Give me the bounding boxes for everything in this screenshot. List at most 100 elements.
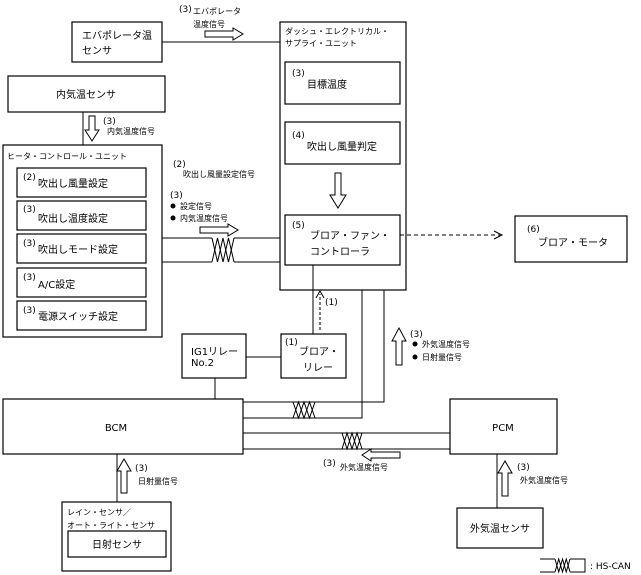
arrowhead-icon xyxy=(315,289,325,299)
hcu-signal-item: 設定信号 xyxy=(180,201,212,211)
bcm-label: BCM xyxy=(105,423,127,434)
twist-line xyxy=(292,400,316,420)
ambient-sensor-label: 外気温センサ xyxy=(470,522,530,535)
twist-line xyxy=(554,557,571,574)
bullet-icon xyxy=(412,341,418,347)
pcm-signal-num: (3) xyxy=(323,459,336,469)
controller-label: ブロア・ファン・ xyxy=(310,229,390,242)
fan-speed-judge-box xyxy=(284,121,401,165)
hcu-item: (3) 吹出しモード設定 xyxy=(16,233,147,264)
twist-line xyxy=(211,237,235,263)
hcu-item-label: 吹出し温度設定 xyxy=(38,212,108,225)
legend-label: : HS-CAN xyxy=(590,562,631,572)
hcu-title: ヒータ・コントロール・ユニット xyxy=(7,152,127,161)
hcu-item-num: (3) xyxy=(23,306,36,316)
rain-light-sensor: レイン・センサ／ オート・ライト・センサ 日射センサ xyxy=(61,501,172,572)
ig1-relay-no2: IG1リレー No.2 xyxy=(181,333,247,379)
hcu-item-label: 電源スイッチ設定 xyxy=(38,310,118,323)
evaporator-sensor-label: エバポレータ温 xyxy=(82,30,152,42)
blower-motor-label: ブロア・モータ xyxy=(538,236,608,249)
sunload-sensor-label: 日射センサ xyxy=(92,539,142,551)
evaporator-sensor-label-2: センサ xyxy=(82,45,112,57)
bcm: BCM xyxy=(2,398,244,455)
interior-temp-sensor: 内気温センサ xyxy=(7,75,166,113)
blower-relay-signal-num: (1) xyxy=(325,298,338,308)
up-arrow-icon xyxy=(497,460,513,497)
pcm: PCM xyxy=(449,398,558,455)
hcu-item: (3) A/C設定 xyxy=(16,267,147,298)
hcu-item-label: 吹出しモード設定 xyxy=(38,243,118,256)
left-arrow-icon xyxy=(361,448,401,462)
twist-line xyxy=(554,557,571,574)
hs-can-legend-twist-icon xyxy=(554,557,571,574)
blower-relay-label-2: リレー xyxy=(303,363,333,374)
dash-electrical-supply-unit: ダッシュ・エレクトリカル・ サプライ・ユニット (3) 目標温度 (4) 吹出し… xyxy=(279,21,407,291)
hcu-item-num: (3) xyxy=(23,205,36,215)
rain-sensor-label: レイン・センサ／ xyxy=(67,508,131,517)
ig1-relay-label: IG1リレー xyxy=(191,347,238,358)
hcu-item: (2) 吹出し風量設定 xyxy=(16,167,147,198)
sunload-signal-label: 日射量信号 xyxy=(138,476,178,486)
twist-line xyxy=(341,431,363,451)
ambient-signal-num: (3) xyxy=(517,463,530,473)
interior-signal-num: (3) xyxy=(103,117,116,127)
controller-label-2: コントローラ xyxy=(310,246,370,258)
pcm-signal-label: 外気温度信号 xyxy=(340,462,388,472)
blower-fan-controller-box xyxy=(284,214,401,266)
twist-line xyxy=(292,400,316,420)
sunload-sensor-box xyxy=(67,530,167,558)
evap-signal-label: エバポレータ xyxy=(193,7,241,16)
evap-signal-label-2: 温度信号 xyxy=(193,19,225,29)
deu-title-2: サプライ・ユニット xyxy=(285,39,357,48)
evap-signal-num: (3) xyxy=(179,5,192,15)
bullet-icon xyxy=(170,215,176,221)
hcu-item-label: A/C設定 xyxy=(38,278,75,291)
interior-sensor-label: 内気温センサ xyxy=(56,88,116,101)
blower-relay-num: (1) xyxy=(285,338,298,348)
fan-setting-signal-label: 吹出し風量設定信号 xyxy=(183,169,255,179)
down-arrow-icon xyxy=(329,172,347,209)
hcu-item-label: 吹出し風量設定 xyxy=(38,177,108,190)
evaporator-temp-sensor: エバポレータ温 センサ xyxy=(71,21,163,63)
sunload-signal-num: (3) xyxy=(135,464,148,474)
hcu-item: (3) 電源スイッチ設定 xyxy=(16,300,147,331)
fan-setting-signal-num: (2) xyxy=(173,160,186,170)
right-arrow-icon xyxy=(199,223,239,237)
hcu-signals-num: (3) xyxy=(170,191,183,201)
bcm-signal-item: 日射量信号 xyxy=(422,352,462,362)
bcm-signal-item: 外気温度信号 xyxy=(422,339,470,349)
rain-sensor-label-2: オート・ライト・センサ xyxy=(67,521,155,530)
target-temp-label: 目標温度 xyxy=(307,78,347,91)
deu-title: ダッシュ・エレクトリカル・ xyxy=(285,26,389,36)
hcu-item-num: (3) xyxy=(23,273,36,283)
pcm-label: PCM xyxy=(492,423,514,434)
target-temp-num: (3) xyxy=(292,69,305,79)
hs-can-twist-bcm-deu xyxy=(243,400,316,420)
hcu-item-num: (2) xyxy=(23,173,36,183)
up-arrow-icon xyxy=(116,458,132,494)
hcu-item: (3) 吹出し温度設定 xyxy=(16,200,147,231)
twist-line xyxy=(341,431,363,451)
blower-motor: (6) ブロア・モータ xyxy=(514,215,628,263)
hcu-item-num: (3) xyxy=(23,239,36,249)
blower-relay: (1) ブロア・ リレー xyxy=(280,333,347,379)
ambient-signal-label: 外気温度信号 xyxy=(520,475,568,485)
hs-can-twist-hcu xyxy=(162,237,280,263)
blower-relay-label: ブロア・ xyxy=(299,345,339,358)
bullet-icon xyxy=(412,354,418,360)
hs-can-twist-bcm-pcm xyxy=(243,431,363,451)
twist-line xyxy=(211,237,235,263)
down-arrow-icon xyxy=(84,115,100,142)
legend: : HS-CAN xyxy=(540,557,631,574)
controller-num: (5) xyxy=(292,221,305,231)
ambient-temp-sensor: 外気温センサ xyxy=(456,507,544,549)
fan-judge-label: 吹出し風量判定 xyxy=(307,140,377,153)
heater-control-unit: ヒータ・コントロール・ユニット (2) 吹出し風量設定 (3) 吹出し温度設定 … xyxy=(2,144,163,338)
up-arrow-icon xyxy=(391,326,407,366)
arrowhead-icon xyxy=(493,230,504,240)
bullet-icon xyxy=(170,203,176,209)
right-arrow-icon xyxy=(204,27,244,41)
bcm-signals-num: (3) xyxy=(410,330,423,340)
target-temp-box xyxy=(284,61,401,105)
